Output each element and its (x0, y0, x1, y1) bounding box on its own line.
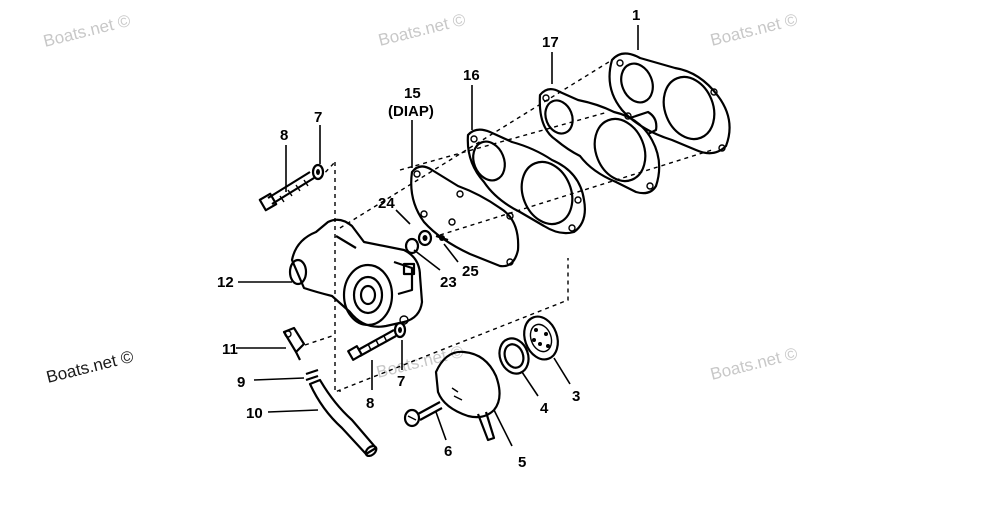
callout-8-upper: 8 (280, 127, 288, 144)
watermark: Boats.net © (44, 347, 135, 387)
callout-8-lower: 8 (366, 395, 374, 412)
callout-15: 15 (404, 85, 421, 102)
callout-labels: 1 17 16 15 (DIAP) 8 7 24 23 25 12 11 9 1… (217, 7, 640, 471)
watermark: Boats.net © (708, 344, 799, 384)
part-16-gasket (466, 128, 586, 235)
callout-6: 6 (444, 443, 452, 460)
part-8-bolt-upper (258, 171, 315, 212)
callout-23: 23 (440, 274, 457, 291)
watermark: Boats.net © (374, 342, 465, 382)
part-5-filter-cover (434, 350, 501, 442)
callout-12: 12 (217, 274, 234, 291)
part-11-fitting (282, 326, 306, 361)
part-6-screw (403, 401, 443, 428)
callout-11: 11 (222, 341, 238, 358)
leader-lines (236, 25, 639, 447)
watermark: Boats.net © (708, 10, 799, 50)
callout-10: 10 (246, 405, 263, 422)
callout-5: 5 (518, 454, 526, 471)
callout-7-lower: 7 (397, 373, 405, 390)
watermark: Boats.net © (41, 11, 132, 51)
watermark: Boats.net © (376, 10, 467, 50)
callout-4: 4 (540, 400, 549, 417)
callout-3: 3 (572, 388, 580, 405)
callout-16: 16 (463, 67, 480, 84)
callout-7-upper: 7 (314, 109, 322, 126)
callout-1: 1 (632, 7, 640, 24)
part-10-hose (308, 378, 378, 458)
callout-9: 9 (237, 374, 245, 391)
callout-17: 17 (542, 34, 559, 51)
alignment-lines (304, 59, 713, 394)
part-3-filter-screen (523, 315, 559, 361)
part-17-plate (538, 88, 661, 195)
part-4-gasket-ring (498, 337, 530, 375)
part-24-23-25-hardware (404, 229, 449, 255)
callout-24: 24 (378, 195, 395, 212)
callout-15-diap: (DIAP) (388, 103, 434, 120)
part-7-washer-upper (311, 163, 325, 181)
part-7-washer-lower (393, 321, 407, 339)
callout-25: 25 (462, 263, 479, 280)
part-12-pump-housing (288, 218, 424, 328)
part-9-clamp (305, 368, 319, 382)
part-15-diaphragm (410, 165, 520, 268)
part-1-gasket (608, 52, 731, 155)
part-8-bolt-lower (347, 329, 397, 361)
